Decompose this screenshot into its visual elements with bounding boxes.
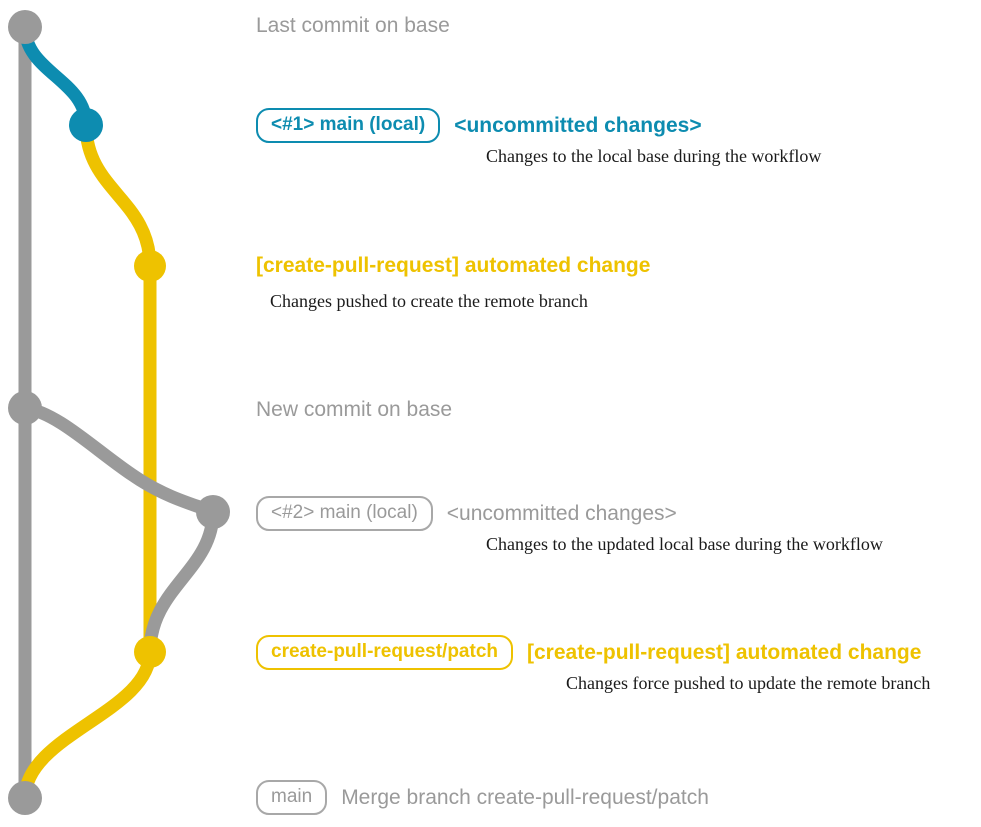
commit-subject-local-1: <uncommitted changes> <box>454 113 702 137</box>
commit-subject-automated-change-2: [create-pull-request] automated change <box>527 640 922 664</box>
commit-row-local-1: <#1> main (local) <uncommitted changes> <box>256 108 702 143</box>
commit-note-local-2: Changes to the updated local base during… <box>486 534 883 554</box>
edge-local1-to-patch1 <box>79 118 157 273</box>
commit-subject-merge: Merge branch create-pull-request/patch <box>341 785 709 809</box>
branch-badge-local-2[interactable]: <#2> main (local) <box>256 496 433 531</box>
commit-subject-local-2: <uncommitted changes> <box>446 501 677 525</box>
branch-badge-main[interactable]: main <box>256 780 328 815</box>
edge-patch2-to-merge <box>18 645 157 805</box>
commit-note-automated-change-1: Changes pushed to create the remote bran… <box>270 291 588 311</box>
commit-node-base-new[interactable] <box>8 391 42 425</box>
commit-subject-last-commit-on-base: Last commit on base <box>256 14 450 37</box>
commit-subject-automated-change-1: [create-pull-request] automated change <box>256 254 651 277</box>
branch-badge-local-1[interactable]: <#1> main (local) <box>256 108 441 143</box>
commit-note-automated-change-2: Changes force pushed to update the remot… <box>566 673 931 693</box>
edge-local2-to-patch2 <box>143 505 220 659</box>
commit-row-automated-change-2: create-pull-request/patch [create-pull-r… <box>256 635 921 670</box>
commit-node-patch-1[interactable] <box>134 250 166 282</box>
commit-node-merge[interactable] <box>8 781 42 815</box>
commit-note-local-1: Changes to the local base during the wor… <box>486 146 822 166</box>
commit-subject-new-commit-on-base: New commit on base <box>256 398 453 421</box>
commit-graph <box>8 10 230 815</box>
commit-row-local-2: <#2> main (local) <uncommitted changes> <box>256 496 677 531</box>
commit-node-local-1[interactable] <box>69 108 103 142</box>
commit-node-local-2[interactable] <box>196 495 230 529</box>
commit-row-merge: main Merge branch create-pull-request/pa… <box>256 780 709 815</box>
branch-badge-patch[interactable]: create-pull-request/patch <box>256 635 513 670</box>
commit-node-base-top[interactable] <box>8 10 42 44</box>
commit-node-patch-2[interactable] <box>134 636 166 668</box>
edge-basenew-to-local2 <box>18 401 220 519</box>
